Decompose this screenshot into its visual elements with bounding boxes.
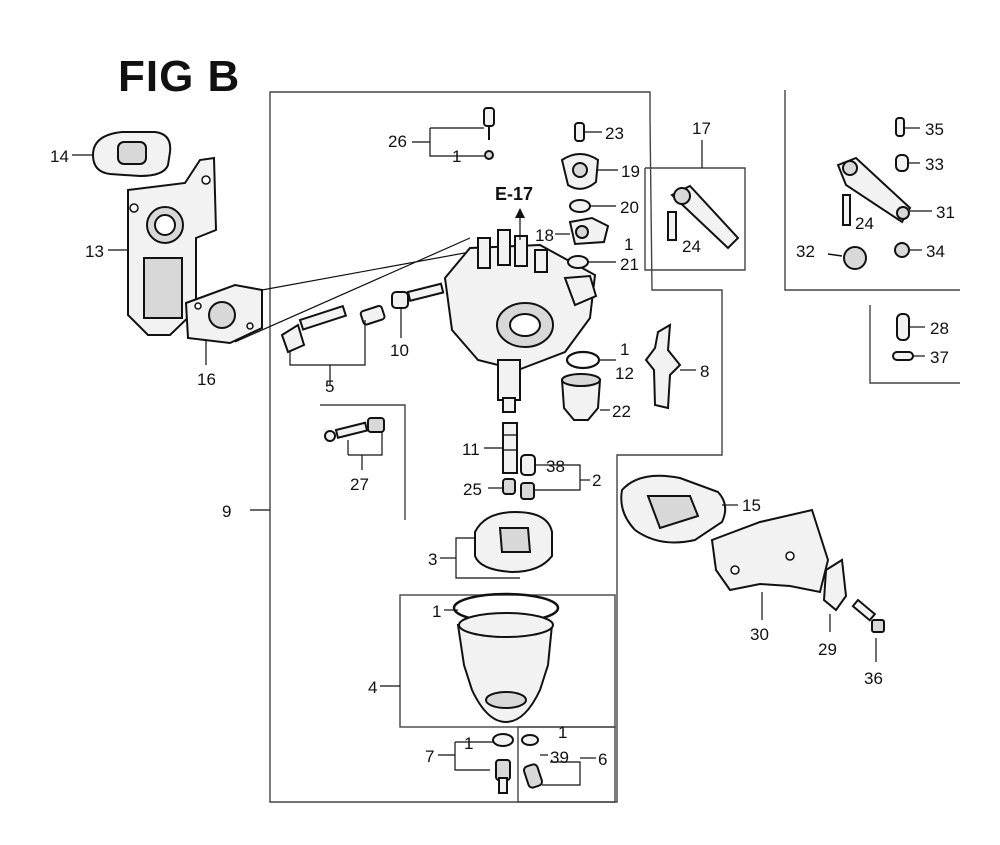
callout-1d: 1	[432, 602, 441, 621]
callout-8: 8	[700, 362, 709, 381]
callout-33: 33	[925, 155, 944, 174]
jet-part-38	[520, 454, 536, 476]
screw-part-26	[483, 107, 495, 160]
gasket-part-15	[620, 474, 727, 544]
callout-30: 30	[750, 625, 769, 644]
callout-37: 37	[930, 348, 949, 367]
callout-31: 31	[936, 203, 955, 222]
callout-19: 19	[621, 162, 640, 181]
carburetor-assembly-box	[269, 91, 723, 803]
washer-part-20	[569, 199, 591, 213]
leader-lines	[72, 127, 932, 786]
callout-39: 39	[550, 748, 569, 767]
callout-1b: 1	[624, 235, 633, 254]
drain-bolt-part-7	[492, 733, 514, 794]
callout-24a: 24	[682, 237, 701, 256]
drain-screw-part-39	[521, 734, 544, 789]
screw-part-35	[895, 117, 905, 137]
callout-25: 25	[463, 480, 482, 499]
cup-part-22	[560, 373, 602, 421]
bracket-part-13	[127, 156, 218, 336]
callout-13: 13	[85, 242, 104, 261]
reference-arrow	[515, 208, 525, 218]
gasket-part-14	[91, 131, 172, 178]
lever-kit-box	[784, 90, 960, 291]
drain-box	[517, 726, 616, 803]
callout-1e: 1	[464, 734, 473, 753]
callout-20: 20	[620, 198, 639, 217]
callout-2: 2	[592, 471, 601, 490]
callout-11: 11	[462, 440, 480, 459]
bracket-part-30	[710, 508, 830, 594]
callout-1a: 1	[452, 147, 461, 166]
callout-35: 35	[925, 120, 944, 139]
callout-27: 27	[350, 475, 369, 494]
callout-29: 29	[818, 640, 837, 659]
callout-12: 12	[615, 364, 634, 383]
callout-16: 16	[197, 370, 216, 389]
pin-part-28	[896, 313, 910, 341]
main-jet-part-25	[502, 478, 516, 495]
callout-26: 26	[388, 132, 407, 151]
callout-9: 9	[222, 502, 231, 521]
lever-part-8	[644, 323, 682, 410]
callout-34: 34	[926, 242, 945, 261]
lever-part-29	[822, 558, 848, 612]
figure-title: FIG B	[118, 52, 241, 101]
gasket-part-21	[567, 255, 589, 269]
spring-part-32	[827, 246, 867, 270]
pin-part-37	[892, 351, 914, 361]
o-ring-part-12	[565, 350, 601, 370]
nut-part-34	[894, 242, 910, 258]
callout-28: 28	[930, 319, 949, 338]
callout-4: 4	[368, 678, 377, 697]
callout-21: 21	[620, 255, 639, 274]
choke-shaft-part-17	[667, 184, 740, 250]
callout-10: 10	[390, 341, 409, 360]
float-chamber-part-4	[452, 592, 560, 724]
callout-3: 3	[428, 550, 437, 569]
callouts: 14 13 16 26 1 23 19 20 18 1 21 17 24 5 1…	[50, 119, 955, 769]
jet-holder-part-2	[520, 482, 535, 500]
callout-23: 23	[605, 124, 624, 143]
callout-6: 6	[598, 750, 607, 769]
bolt-part-36	[851, 598, 885, 633]
callout-38: 38	[546, 457, 565, 476]
pilot-screw-part-10	[391, 282, 445, 309]
screw-part-23	[574, 122, 585, 142]
throttle-screw-part-5	[280, 304, 386, 354]
gasket-part-16	[184, 283, 263, 345]
reference-label-e17: E-17	[495, 184, 533, 204]
callout-22: 22	[612, 402, 631, 421]
callout-1c: 1	[620, 340, 629, 359]
valve-part-18	[568, 216, 610, 246]
jet-part-27	[324, 417, 385, 442]
callout-24b: 24	[855, 214, 874, 233]
callout-17: 17	[692, 119, 711, 138]
callout-1f: 1	[558, 723, 567, 742]
float-part-3	[474, 510, 553, 574]
callout-32: 32	[796, 242, 815, 261]
pin-part-24b	[842, 194, 851, 226]
callout-14: 14	[50, 147, 69, 166]
callout-5: 5	[325, 377, 334, 396]
callout-18: 18	[535, 226, 554, 245]
callout-36: 36	[864, 669, 883, 688]
callout-7: 7	[425, 747, 434, 766]
cover-part-19	[560, 153, 600, 190]
bushing-part-33	[895, 154, 909, 172]
callout-15: 15	[742, 496, 761, 515]
jet-kit-box	[320, 404, 406, 520]
pin-kit-box	[869, 305, 960, 384]
lever-part-31	[836, 156, 912, 224]
carburetor-body	[443, 229, 598, 413]
choke-box	[644, 167, 746, 271]
needle-jet-part-11	[502, 422, 518, 474]
